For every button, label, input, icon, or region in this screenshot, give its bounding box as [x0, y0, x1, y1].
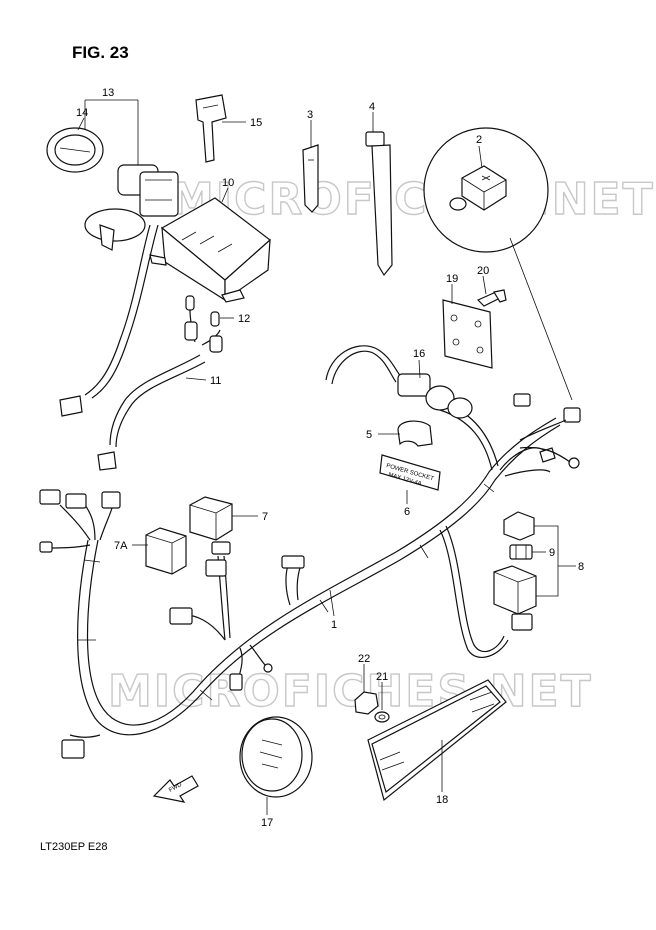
callout-4: 4 — [369, 101, 375, 113]
part-21-washer[interactable] — [374, 711, 390, 723]
callout-6: 6 — [404, 506, 410, 518]
callout-9: 9 — [549, 547, 555, 559]
fwd-arrow-icon: FWD — [152, 775, 199, 803]
part-8-relay-cap[interactable] — [503, 511, 535, 541]
callout-13: 13 — [102, 87, 114, 99]
part-6-caution-plate[interactable]: POWER SOCKET MAX 12V-4A — [379, 454, 441, 491]
callout-labels: 13 14 15 10 3 4 2 19 20 12 11 16 5 6 7 7… — [76, 87, 584, 829]
part-5-socket-clamp[interactable] — [397, 420, 433, 447]
watermark-top: MICROFICHES.NET — [170, 174, 655, 225]
part-20-bolt[interactable] — [476, 289, 507, 307]
callout-14: 14 — [76, 107, 88, 119]
part-7a-relay[interactable] — [145, 527, 187, 575]
part-12-bulbs[interactable] — [185, 295, 220, 327]
callout-1: 1 — [331, 619, 337, 631]
part-19-bracket-plate[interactable] — [442, 299, 493, 369]
part-3-clamp[interactable] — [302, 144, 319, 213]
part-17-lamp[interactable] — [239, 716, 313, 798]
part-15-key[interactable] — [195, 94, 227, 163]
part-10-electrical-box[interactable] — [149, 197, 271, 303]
right-connector-cluster — [513, 393, 581, 469]
callout-22: 22 — [358, 653, 370, 665]
callout-7: 7 — [262, 511, 268, 523]
part-7-relay[interactable] — [189, 496, 233, 555]
callout-19: 19 — [446, 273, 458, 285]
callout-leaders — [77, 99, 576, 815]
callout-2: 2 — [476, 134, 482, 146]
callout-20: 20 — [477, 265, 489, 277]
part-13-ignition-switch[interactable] — [84, 164, 179, 251]
callout-21: 21 — [376, 671, 388, 683]
part-11-socket-harness[interactable] — [59, 321, 223, 471]
callout-18: 18 — [436, 794, 448, 806]
callout-8: 8 — [578, 561, 584, 573]
callout-10: 10 — [222, 177, 234, 189]
part-4-cable-tie[interactable] — [365, 131, 393, 277]
callout-7a: 7A — [114, 540, 128, 552]
harness-connectors — [39, 489, 305, 759]
watermark-bottom: MICROFICHES.NET — [108, 666, 593, 717]
callout-17: 17 — [261, 817, 273, 829]
part-14-meter-cap[interactable] — [46, 127, 104, 173]
part-8-relay-assembly[interactable] — [493, 565, 537, 631]
detail-pointer-line — [509, 237, 573, 401]
callout-11: 11 — [210, 375, 221, 387]
part-16-power-socket[interactable] — [325, 345, 473, 419]
callout-5: 5 — [366, 429, 372, 441]
callout-15: 15 — [250, 117, 262, 129]
callout-16: 16 — [413, 348, 425, 360]
part-2-connector-detail[interactable] — [423, 127, 549, 253]
figure-title: FIG. 23 — [72, 43, 129, 62]
model-code: LT230EP E28 — [40, 841, 107, 853]
callout-3: 3 — [307, 109, 313, 121]
part-18-reflector[interactable] — [367, 679, 507, 802]
part-9-fuse[interactable] — [509, 544, 533, 560]
callout-12: 12 — [238, 313, 250, 325]
